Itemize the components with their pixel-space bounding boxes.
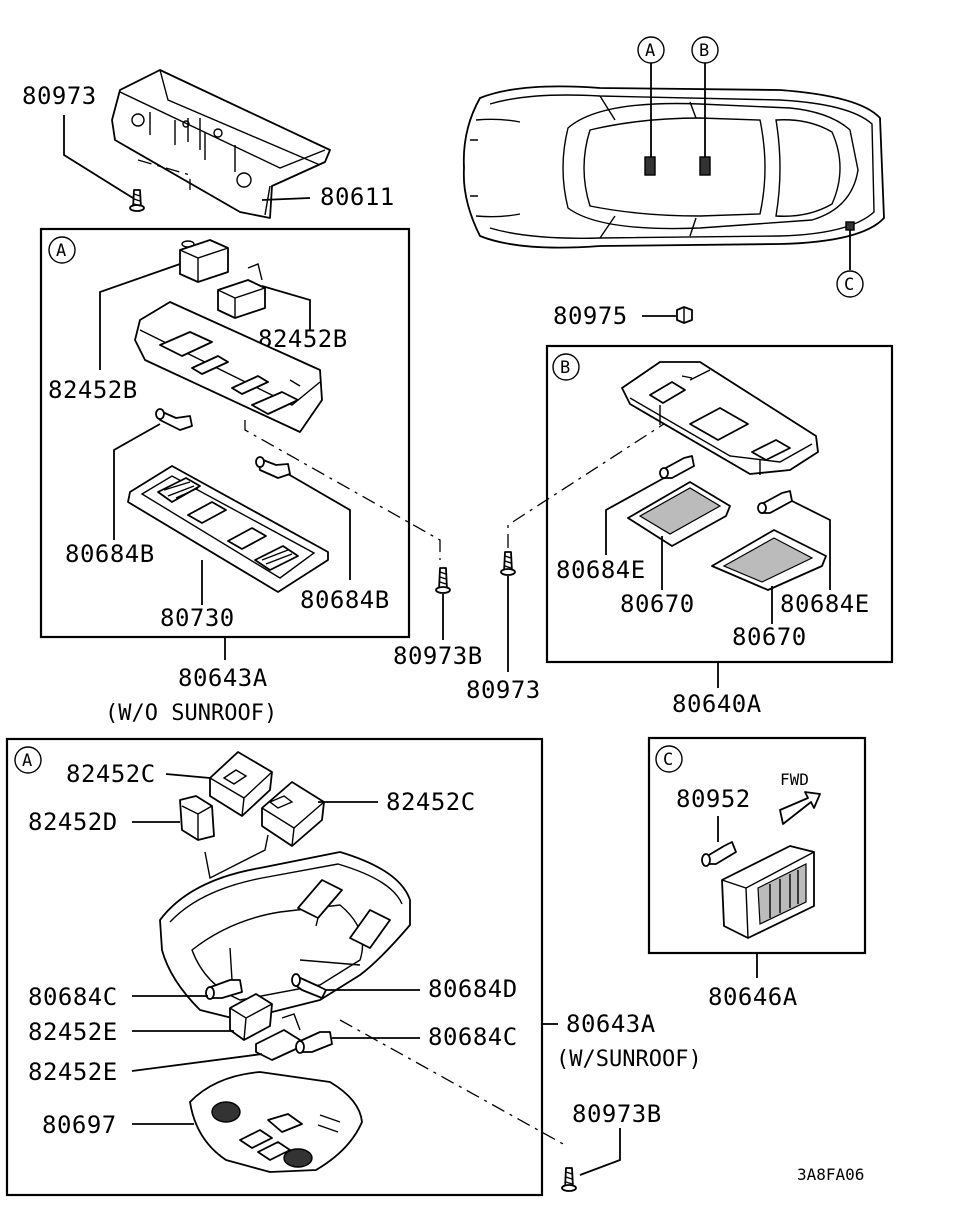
- lens-sunroof-drawing: [189, 1071, 363, 1173]
- switch-b-top-leader: [261, 285, 311, 330]
- label-switch-c-right: 82452C: [386, 788, 476, 816]
- callout-b-car-text: B: [699, 41, 709, 61]
- fwd-label: FWD: [780, 770, 809, 789]
- callout-c-car-text: C: [844, 275, 854, 295]
- label-screw-a: 80973B: [393, 642, 483, 670]
- label-switch-b-left: 82452B: [48, 376, 138, 404]
- lens-a-drawing: [127, 465, 329, 593]
- screw-mid-icon: [500, 551, 516, 576]
- label-lens-b-right: 80670: [732, 623, 807, 651]
- fwd-arrow-icon: [779, 791, 821, 825]
- label-lens-a: 80730: [160, 604, 235, 632]
- bulb-b-right-leader: [287, 473, 351, 580]
- label-roof-bracket: 80611: [320, 183, 395, 211]
- label-bulb-e-left: 80684E: [556, 556, 646, 584]
- label-bulb-e-right: 80684E: [780, 590, 870, 618]
- box-b-dash-leader: [507, 419, 671, 548]
- label-switch-e-lower: 82452E: [28, 1058, 118, 1086]
- bulb-952-icon: [701, 841, 737, 867]
- bracket-dash-leader: [137, 159, 191, 190]
- bulb-d-icon: [291, 973, 327, 999]
- label-switch-d: 82452D: [28, 808, 118, 836]
- lens-b-right-drawing: [711, 529, 827, 591]
- callout-a-box1: [48, 236, 76, 264]
- roof-bracket-drawing: [111, 69, 331, 219]
- callout-b-box-text: B: [560, 358, 570, 378]
- lens-b-left-drawing: [627, 481, 731, 547]
- label-switch-e-upper: 82452E: [28, 1018, 118, 1046]
- callout-a-box2-text: A: [22, 751, 32, 771]
- label-screw-mid: 80973: [466, 676, 541, 704]
- label-switch-c-top: 82452C: [66, 760, 156, 788]
- switch-b-left-leader: [99, 263, 181, 370]
- label-bulb-b-left: 80684B: [65, 540, 155, 568]
- bulb-b-left-icon: [155, 408, 193, 431]
- bulb-e-left-leader: [605, 477, 665, 555]
- label-lens-sunroof: 80697: [42, 1111, 117, 1139]
- bulb-c-left-icon: [205, 979, 243, 1000]
- label-bulb-952: 80952: [676, 785, 751, 813]
- bulb-e-right-leader: [791, 500, 831, 590]
- screw-bottom-icon: [561, 1167, 577, 1192]
- callout-c-box-text: C: [663, 750, 673, 770]
- label-assembly-with-sunroof: 80643A: [566, 1010, 656, 1038]
- label-top-left-screw: 80973: [22, 82, 97, 110]
- callout-a-box1-text: A: [56, 241, 66, 261]
- box-a2-dash-leader: [339, 1019, 566, 1146]
- housing-sunroof-drawing: [159, 851, 411, 1021]
- label-nut: 80975: [553, 302, 628, 330]
- housing-a-drawing: [134, 301, 323, 433]
- note-without-sunroof: (W/O SUNROOF): [105, 701, 277, 726]
- callout-b-box: [552, 353, 580, 381]
- box-a-dash-leader: [244, 420, 441, 560]
- car-top-view: [462, 85, 885, 249]
- box-b-rear-lamp: [545, 344, 894, 664]
- switch-c-d-parts: [179, 751, 325, 847]
- switch-c-connector: [204, 834, 269, 880]
- callout-a-box2: [14, 746, 42, 774]
- callout-a-car-text: A: [645, 41, 655, 61]
- label-bulb-c-right: 80684C: [428, 1023, 518, 1051]
- switch-b-parts: [179, 239, 266, 319]
- top-left-screw-leader: [63, 115, 134, 199]
- label-screw-bottom: 80973B: [572, 1100, 662, 1128]
- label-assembly-without-sunroof: 80643A: [178, 664, 268, 692]
- screw-bottom-leader: [579, 1128, 621, 1176]
- top-left-screw-icon: [129, 189, 145, 212]
- switch-c-top-leader: [165, 773, 211, 779]
- trunk-lamp-drawing: [721, 845, 815, 939]
- callout-c-car: [836, 270, 864, 298]
- bracket-leader: [261, 197, 311, 201]
- housing-b-drawing: [621, 361, 819, 475]
- switch-e-parts: [229, 993, 301, 1061]
- label-bulb-d: 80684D: [428, 975, 518, 1003]
- switch-e-lower-leader: [131, 1053, 263, 1072]
- bulb-e-right-icon: [757, 490, 793, 514]
- bulb-e-left-icon: [659, 455, 695, 479]
- diagram-id: 3A8FA06: [797, 1165, 864, 1184]
- label-bulb-c-left: 80684C: [28, 983, 118, 1011]
- bulb-b-right-icon: [255, 456, 291, 479]
- label-assembly-trunk-lamp: 80646A: [708, 983, 798, 1011]
- nut-icon: [676, 306, 693, 324]
- label-lens-b-left: 80670: [620, 590, 695, 618]
- box-a-with-sunroof: [5, 737, 544, 1197]
- note-with-sunroof: (W/SUNROOF): [556, 1047, 702, 1072]
- label-bulb-b-right: 80684B: [300, 586, 390, 614]
- bulb-b-left-leader: [113, 423, 161, 540]
- callout-c-box: [655, 745, 683, 773]
- bulb-c-right-icon: [295, 1031, 333, 1054]
- label-assembly-rear-lamp: 80640A: [672, 690, 762, 718]
- screw-a-icon: [435, 567, 451, 594]
